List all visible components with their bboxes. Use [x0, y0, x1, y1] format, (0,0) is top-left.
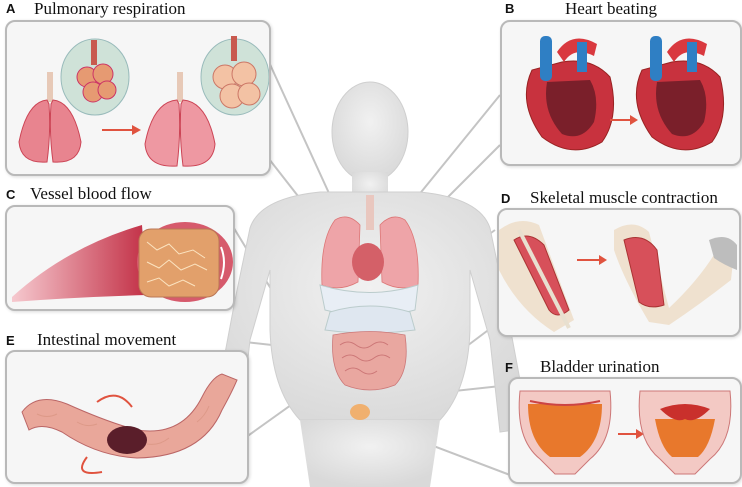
intestine-illustration: [21, 373, 238, 474]
panel-b-letter: B: [505, 1, 515, 16]
panel-c-title: Vessel blood flow: [30, 184, 152, 203]
vessel-illustration: [12, 222, 233, 302]
panel-d-title: Skeletal muscle contraction: [530, 188, 718, 207]
panel-e-letter: E: [6, 333, 15, 348]
panel-a-letter: A: [6, 1, 16, 16]
organs: [319, 195, 419, 420]
panel-a-title: Pulmonary respiration: [34, 0, 186, 18]
panel-f-letter: F: [505, 360, 513, 375]
panel-c-letter: C: [6, 187, 16, 202]
panel-b-title: Heart beating: [565, 0, 658, 18]
panel-intestinal-movement: [5, 350, 249, 484]
lungs-illustration: [18, 36, 269, 167]
muscle-illustration: [499, 221, 737, 332]
panel-heart-beating: [500, 20, 742, 166]
panel-vessel-blood-flow: [5, 205, 235, 311]
heart-illustration: [525, 36, 725, 151]
panel-bladder-urination: [508, 377, 742, 484]
panel-d-letter: D: [501, 191, 511, 206]
bladder-illustration: [518, 390, 732, 475]
panel-f-title: Bladder urination: [540, 357, 660, 376]
panel-e-title: Intestinal movement: [37, 330, 177, 349]
panel-pulmonary-respiration: [5, 20, 271, 176]
panel-skeletal-muscle-contraction: [497, 208, 741, 337]
